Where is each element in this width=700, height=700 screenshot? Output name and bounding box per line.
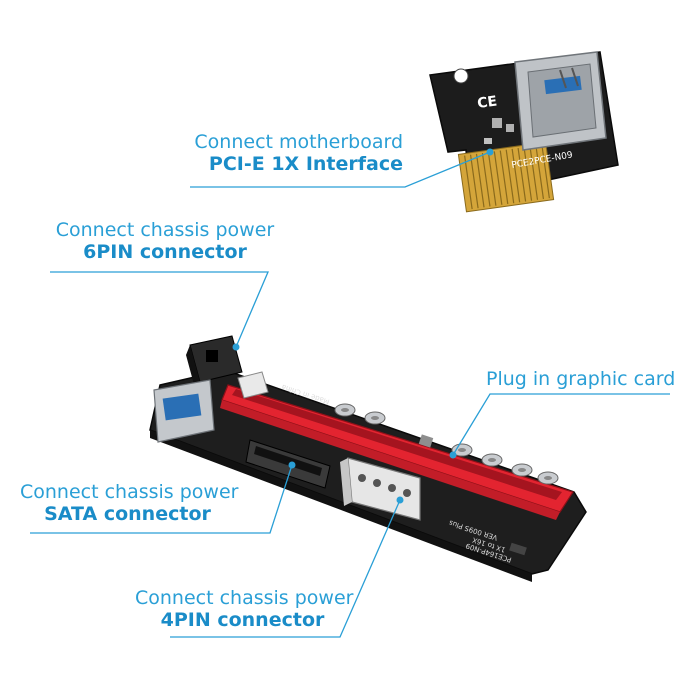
callout-graphic-card: Plug in graphic card [486, 368, 676, 391]
six-pin-power-block [186, 335, 243, 392]
usb-port-riser [153, 379, 215, 443]
pcie-16x-riser-board [149, 335, 587, 582]
leader-graphic-card [452, 393, 670, 456]
callout-four-pin-line1: Connect chassis power [135, 587, 354, 609]
callout-motherboard-line2: PCI-E 1X Interface [208, 152, 403, 175]
leader-motherboard [190, 151, 491, 188]
callout-sata-line1: Connect chassis power [20, 481, 239, 503]
callout-leaders [30, 151, 670, 638]
callout-six-pin-line1: Connect chassis power [55, 219, 275, 241]
callout-sata: Connect chassis power SATA connector [20, 481, 239, 526]
leader-four-pin [170, 499, 401, 638]
callout-four-pin: Connect chassis power 4PIN connector [135, 587, 354, 632]
callout-six-pin-line2: 6PIN connector [83, 240, 247, 263]
leader-six-pin [50, 271, 269, 348]
usb-port-adapter [514, 51, 607, 151]
callout-four-pin-line2: 4PIN connector [160, 608, 325, 631]
capacitors [334, 403, 559, 485]
callout-sata-line2: SATA connector [44, 502, 211, 525]
callout-motherboard-line1: Connect motherboard [194, 131, 403, 153]
callout-motherboard: Connect motherboard PCI-E 1X Interface [194, 131, 403, 176]
ce-mark: CE [476, 93, 498, 112]
pcie-1x-adapter-card [429, 51, 619, 213]
fan-connector [237, 371, 269, 399]
callout-dots [232, 148, 494, 504]
callout-graphic-card-line1: Plug in graphic card [486, 368, 676, 390]
pcie-16x-red-slot [220, 384, 574, 520]
pcie-gold-fingers [457, 141, 555, 213]
callout-six-pin: Connect chassis power 6PIN connector [55, 219, 275, 264]
leader-sata [30, 464, 293, 534]
four-pin-molex-port [340, 457, 421, 521]
